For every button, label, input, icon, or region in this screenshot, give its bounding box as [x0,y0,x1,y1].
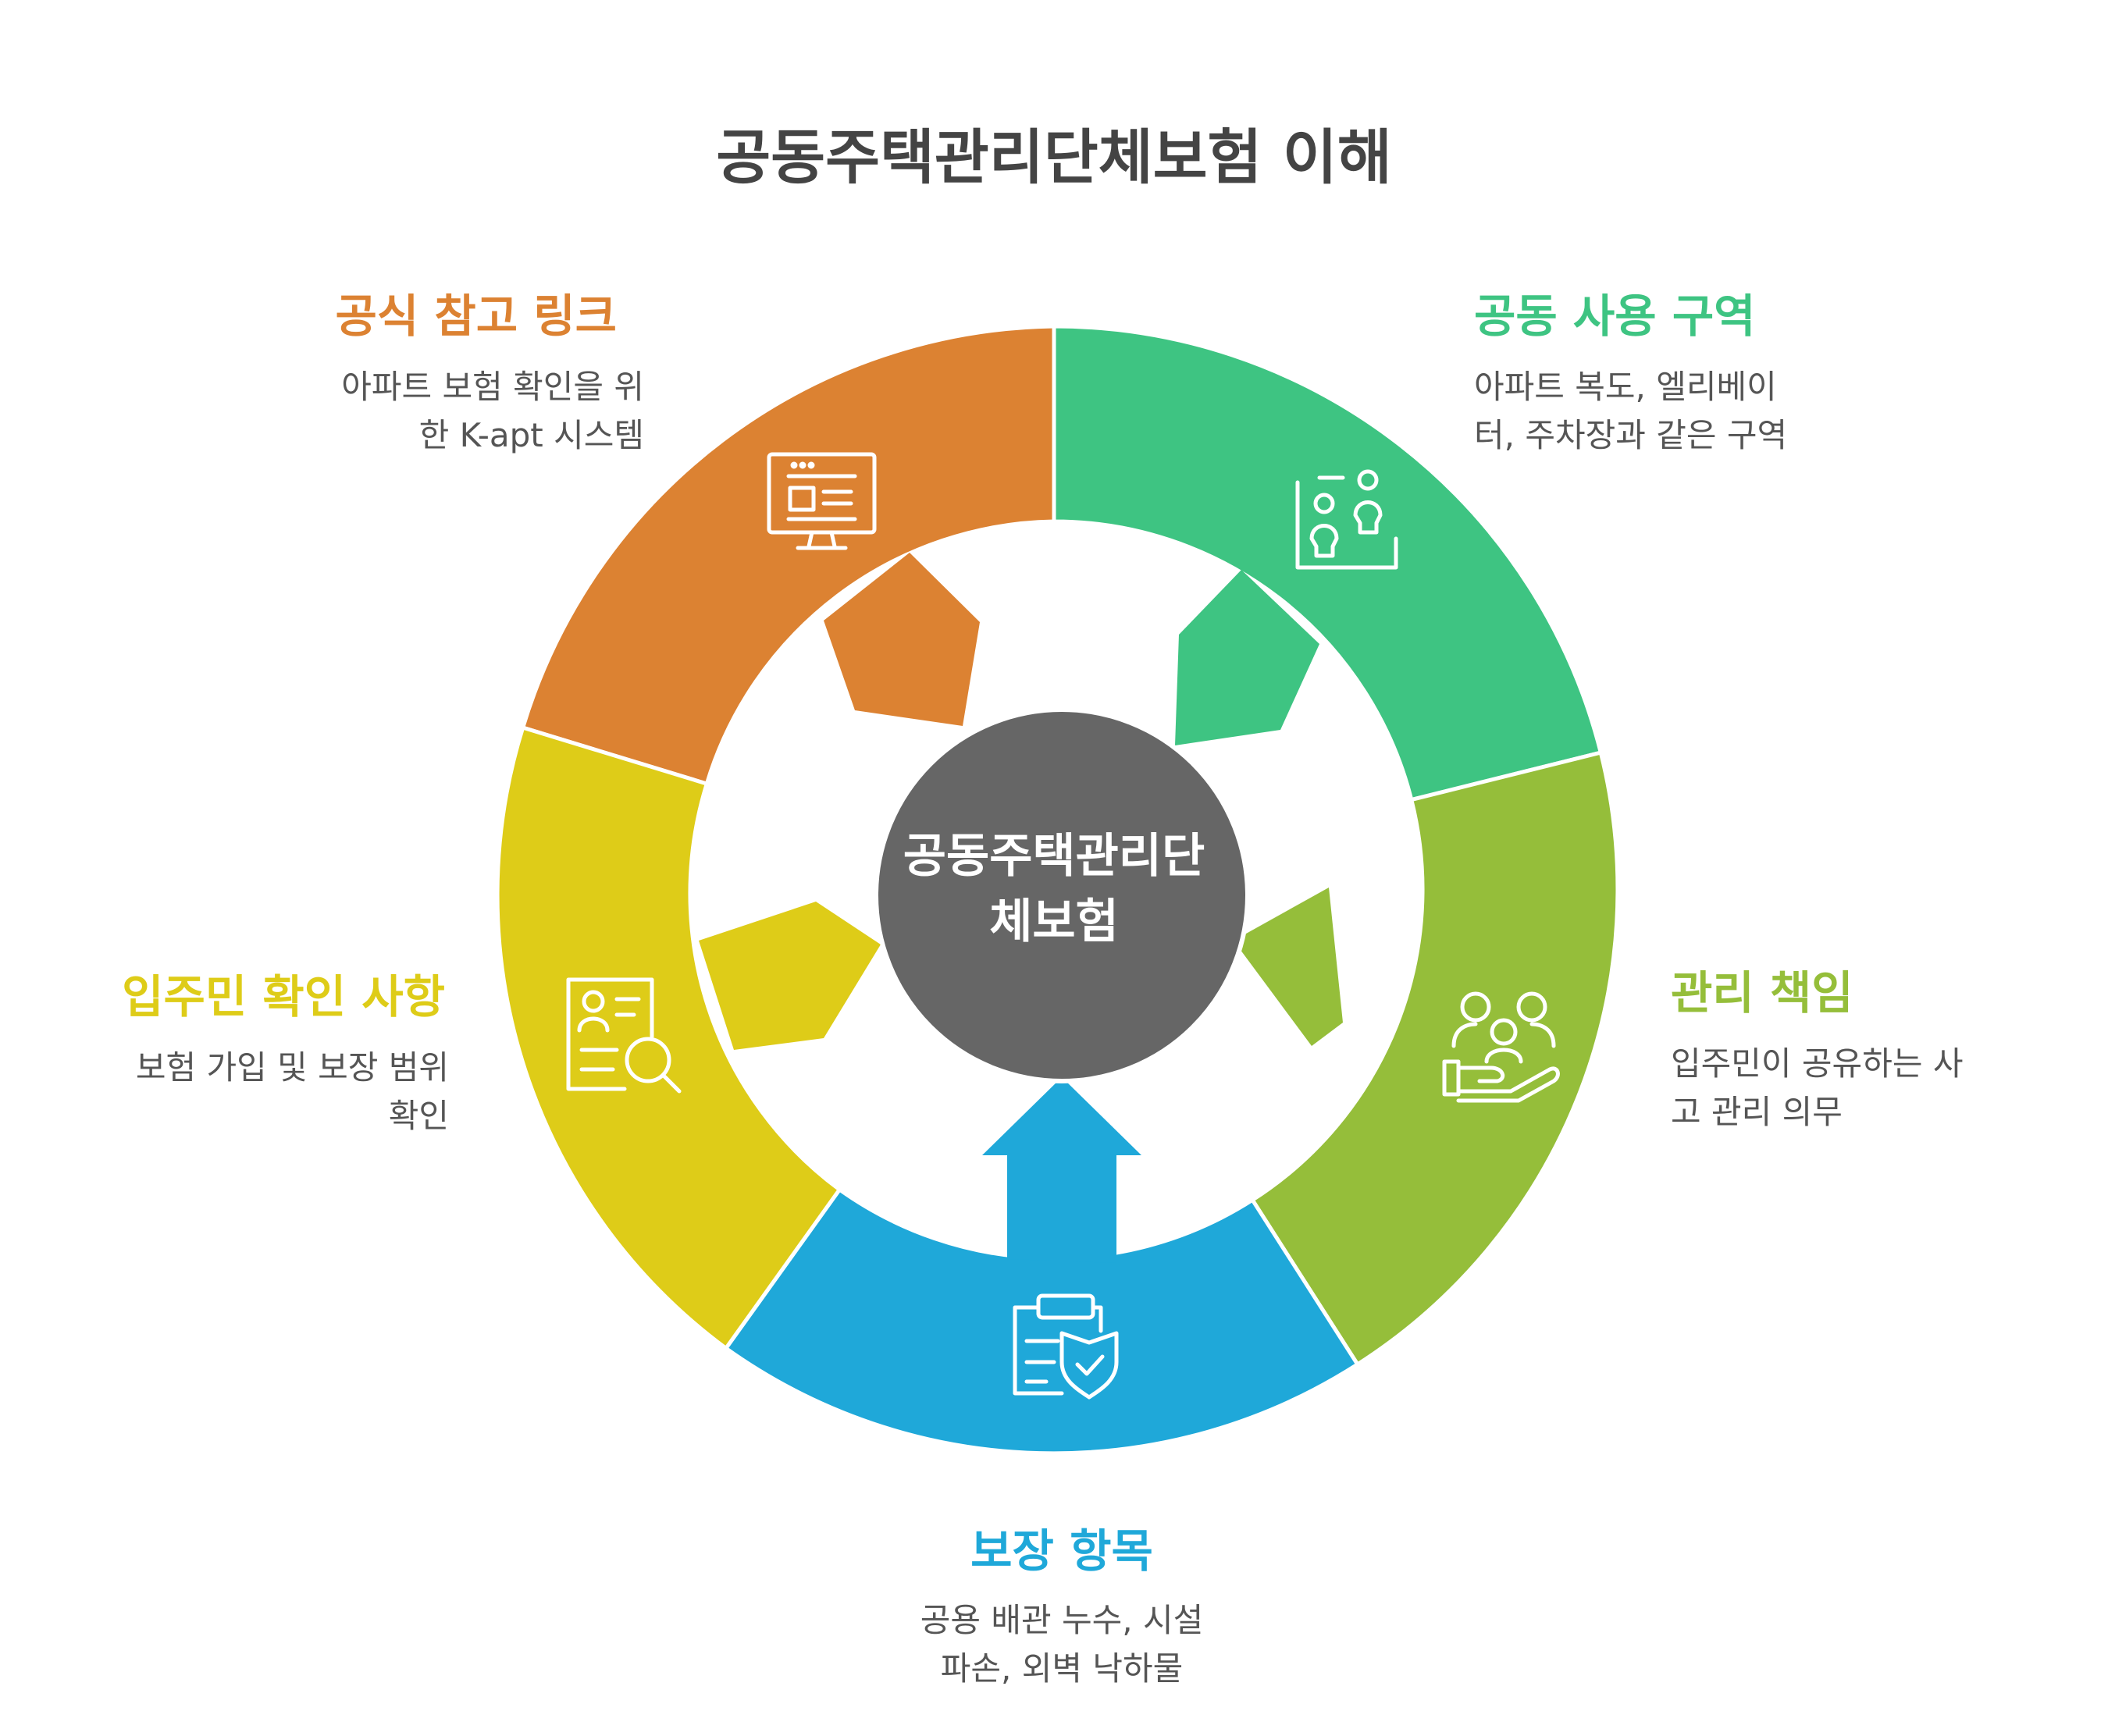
clipboard-shield-icon [1013,1293,1119,1400]
computer-window-icon [767,452,877,550]
desc-official-link: 아파트 보험 확인을 위 한 K-apt 시스템 [234,363,644,460]
desc-resident-check: 보험 가입 및 보장 범위 확인 [47,1044,449,1140]
segment-common-area [1052,324,1604,802]
desc-common-area-line2: 터, 주차장과 같은 구역 [1474,416,1788,454]
desc-common-area-line1: 아파트 복도, 엘리베이 [1474,368,1777,406]
center-circle [874,707,1250,1083]
desc-management-duty: 입주민이 공유하는 사 고 관리 의무 [1671,1040,2092,1137]
desc-official-link-line1: 아파트 보험 확인을 위 [341,368,644,406]
label-resident-check: 입주민 확인 사항 [122,970,445,1023]
desc-official-link-line2: 한 K-apt 시스템 [418,416,644,454]
center-label-line2: 체보험 [989,895,1119,949]
desc-coverage-line2: 파손, 외벽 낙하물 [940,1649,1184,1688]
desc-coverage: 공용 배관 누수, 시설 파손, 외벽 낙하물 [828,1596,1296,1693]
segment-management-duty [1249,750,1620,1368]
label-management-duty: 관리 책임 [1671,966,1853,1019]
center-label: 공동주택관리단 체보험 [859,824,1249,955]
label-coverage: 보장 항목 [970,1524,1153,1578]
diagram-title: 공동주택관리단체보험 이해 [716,123,1392,192]
arrow-common-area [1175,570,1319,745]
desc-common-area: 아파트 복도, 엘리베이 터, 주차장과 같은 구역 [1474,363,1942,460]
segment-resident-check [495,724,842,1351]
desc-resident-check-line2: 확인 [388,1097,449,1135]
center-label-line1: 공동주택관리단 [903,829,1205,884]
arrow-official-link [824,553,980,726]
arrow-management-duty [1234,888,1343,1046]
profile-search-icon [566,977,682,1094]
desc-coverage-line1: 공용 배관 누수, 시설 [920,1601,1204,1639]
people-in-area-icon [1295,469,1398,570]
desc-management-duty-line1: 입주민이 공유하는 사 [1671,1044,1964,1083]
arrow-coverage [982,1077,1141,1263]
label-official-link: 공식 참고 링크 [335,290,617,343]
hand-with-people-icon [1442,991,1560,1103]
segment-official-link [520,324,1056,787]
arrow-resident-check [699,902,881,1050]
desc-resident-check-line1: 보험 가입 및 보장 범위 [135,1048,449,1087]
desc-management-duty-line2: 고 관리 의무 [1671,1093,1843,1131]
label-common-area: 공동 사용 구역 [1474,290,1756,343]
